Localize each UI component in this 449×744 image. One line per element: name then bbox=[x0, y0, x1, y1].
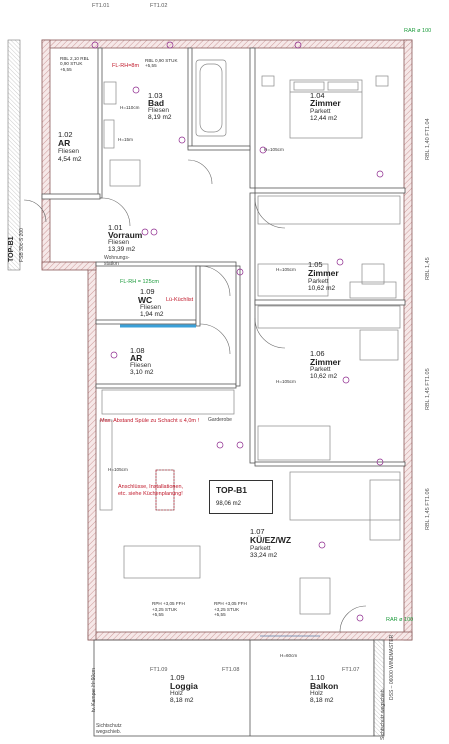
note-sichtschutz-right: Sichtschutz wegschieb. bbox=[380, 688, 386, 740]
room-floor: Parkett bbox=[310, 108, 331, 115]
doors bbox=[23, 159, 367, 633]
bed-3 bbox=[257, 305, 401, 461]
height-h105-3: H=105cm bbox=[276, 379, 296, 384]
right-axis-1: RBL 1,40 FT1.04 bbox=[425, 118, 431, 160]
room-name: Balkon bbox=[310, 681, 339, 691]
room-area: 33,24 m2 bbox=[250, 552, 278, 559]
room-floor: Fliesen bbox=[108, 239, 129, 246]
kitchen-furniture bbox=[99, 389, 401, 615]
room-number: 1.08 bbox=[130, 346, 145, 355]
rar-top: RAR ø 100 bbox=[404, 28, 432, 34]
axis-top-2: FT1.02 bbox=[150, 3, 168, 9]
room-area: 10,62 m2 bbox=[308, 285, 336, 292]
room-area: 1,94 m2 bbox=[140, 311, 164, 318]
room-number: 1.02 bbox=[58, 130, 73, 139]
height-h60: H=60cm bbox=[280, 653, 298, 658]
note-max-abstand: Max. Abstand Spüle zu Schacht ≤ 4,0m ! bbox=[100, 418, 200, 424]
room-floor: Fliesen bbox=[148, 107, 169, 114]
height-bad-stuk: RBL 0,90 STUK +5,55 bbox=[145, 58, 178, 69]
height-h15: H=15m bbox=[118, 137, 133, 142]
room-name: Zimmer bbox=[308, 268, 339, 278]
room-area: 13,39 m2 bbox=[108, 246, 136, 253]
room-number: 1.10 bbox=[310, 673, 325, 682]
room-number: 1.09 bbox=[140, 287, 155, 296]
room-floor: Parkett bbox=[310, 366, 331, 373]
note-garderobe: Garderobe bbox=[208, 417, 232, 423]
room-name: AR bbox=[58, 138, 71, 148]
room-area: 8,19 m2 bbox=[148, 114, 172, 121]
unit-summary-box: TOP-B1 98,06 m2 bbox=[209, 480, 273, 514]
room-floor: Holz bbox=[310, 690, 324, 697]
room-floor: Parkett bbox=[308, 278, 329, 285]
room-number: 1.07 bbox=[250, 527, 265, 536]
note-wohnungsstation: Wohnungs-station bbox=[104, 255, 130, 267]
room-area: 3,10 m2 bbox=[130, 369, 154, 376]
exterior-walls bbox=[7, 39, 413, 641]
unit-area: 98,06 m2 bbox=[216, 501, 242, 507]
note-lu-kuechlist: Lü-Küchlist bbox=[166, 297, 194, 303]
bottom-axis-2: FT1.08 bbox=[222, 667, 240, 673]
bottom-axis-1: FT1.09 bbox=[150, 667, 168, 673]
room-name: Bad bbox=[148, 98, 165, 108]
bed-1 bbox=[261, 75, 389, 139]
note-heatpump: tv. Kamper H=90cm bbox=[91, 668, 97, 712]
outlets bbox=[91, 41, 384, 622]
right-axis-2: RBL 1,45 bbox=[425, 257, 431, 280]
right-axis-4: RBL 1,45 FT1.06 bbox=[425, 488, 431, 530]
height-loggia-left: RPH +3,05 FFH +3,25 STUK +5,55 bbox=[152, 601, 185, 617]
height-bad-door: RBL 2,10 RBL 0,90 STUK +5,55 bbox=[60, 56, 90, 72]
note-vent: DSS – 06000 WINDMASTER bbox=[389, 634, 395, 700]
height-h105-1: H=105cm bbox=[264, 147, 284, 152]
room-name: KÜ/EZ/WZ bbox=[250, 535, 292, 545]
room-floor: Holz bbox=[170, 690, 184, 697]
room-floor: Parkett bbox=[250, 545, 271, 552]
axis-top-1: FT1.01 bbox=[92, 3, 110, 9]
room-number: 1.04 bbox=[310, 91, 325, 100]
height-h105-4: H=105cm bbox=[108, 467, 128, 472]
windows bbox=[120, 324, 320, 637]
unit-title: TOP-B1 bbox=[216, 485, 248, 495]
room-number: 1.03 bbox=[148, 91, 163, 100]
room-area: 10,62 m2 bbox=[310, 373, 338, 380]
note-sichtschutz-left: Sichtschutz wegschieb. bbox=[96, 723, 122, 735]
bathroom-fixtures bbox=[103, 59, 227, 187]
room-number: 1.05 bbox=[308, 260, 323, 269]
note-fl-rh-bad: FL-RH=8m bbox=[112, 63, 140, 69]
right-axis-3: RBL 1,45 FT1.05 bbox=[425, 368, 431, 410]
unit-side-sub: FSB 30c-S 200 bbox=[19, 228, 25, 262]
room-name: Zimmer bbox=[310, 357, 341, 367]
note-anschluesse: Anschlüsse, Installationen, etc. siehe K… bbox=[118, 484, 184, 497]
height-h105-2: H=105cm bbox=[276, 267, 296, 272]
room-floor: Fliesen bbox=[140, 304, 161, 311]
room-area: 8,18 m2 bbox=[310, 697, 334, 704]
bottom-axis-3: FT1.07 bbox=[342, 667, 360, 673]
height-h110: H=110cm bbox=[120, 105, 140, 110]
room-area: 4,54 m2 bbox=[58, 156, 82, 163]
room-number: 1.09 bbox=[170, 673, 185, 682]
room-number: 1.06 bbox=[310, 349, 325, 358]
room-name: Loggia bbox=[170, 681, 198, 691]
unit-side-label: TOP-B1 bbox=[8, 236, 15, 262]
bed-2 bbox=[257, 263, 397, 299]
height-loggia-right: RPH +3,05 FFH +3,25 STUK +5,55 bbox=[214, 601, 247, 617]
loggia-balkon bbox=[93, 639, 385, 737]
note-fl-rh-wc: FL-RH = 125cm bbox=[120, 279, 159, 285]
room-floor: Fliesen bbox=[130, 362, 151, 369]
room-name: AR bbox=[130, 353, 143, 363]
kitchen-markers bbox=[155, 469, 175, 511]
room-number: 1.01 bbox=[108, 223, 123, 232]
room-floor: Fliesen bbox=[58, 148, 79, 155]
room-area: 8,18 m2 bbox=[170, 697, 194, 704]
rar-bottom: RAR ø 100 bbox=[386, 617, 414, 623]
wardrobe-1 bbox=[257, 195, 401, 225]
room-name: Zimmer bbox=[310, 98, 341, 108]
room-name: WC bbox=[138, 295, 153, 305]
room-name: Vorraum bbox=[108, 230, 143, 240]
room-area: 12,44 m2 bbox=[310, 115, 338, 122]
interior-walls bbox=[41, 47, 406, 467]
